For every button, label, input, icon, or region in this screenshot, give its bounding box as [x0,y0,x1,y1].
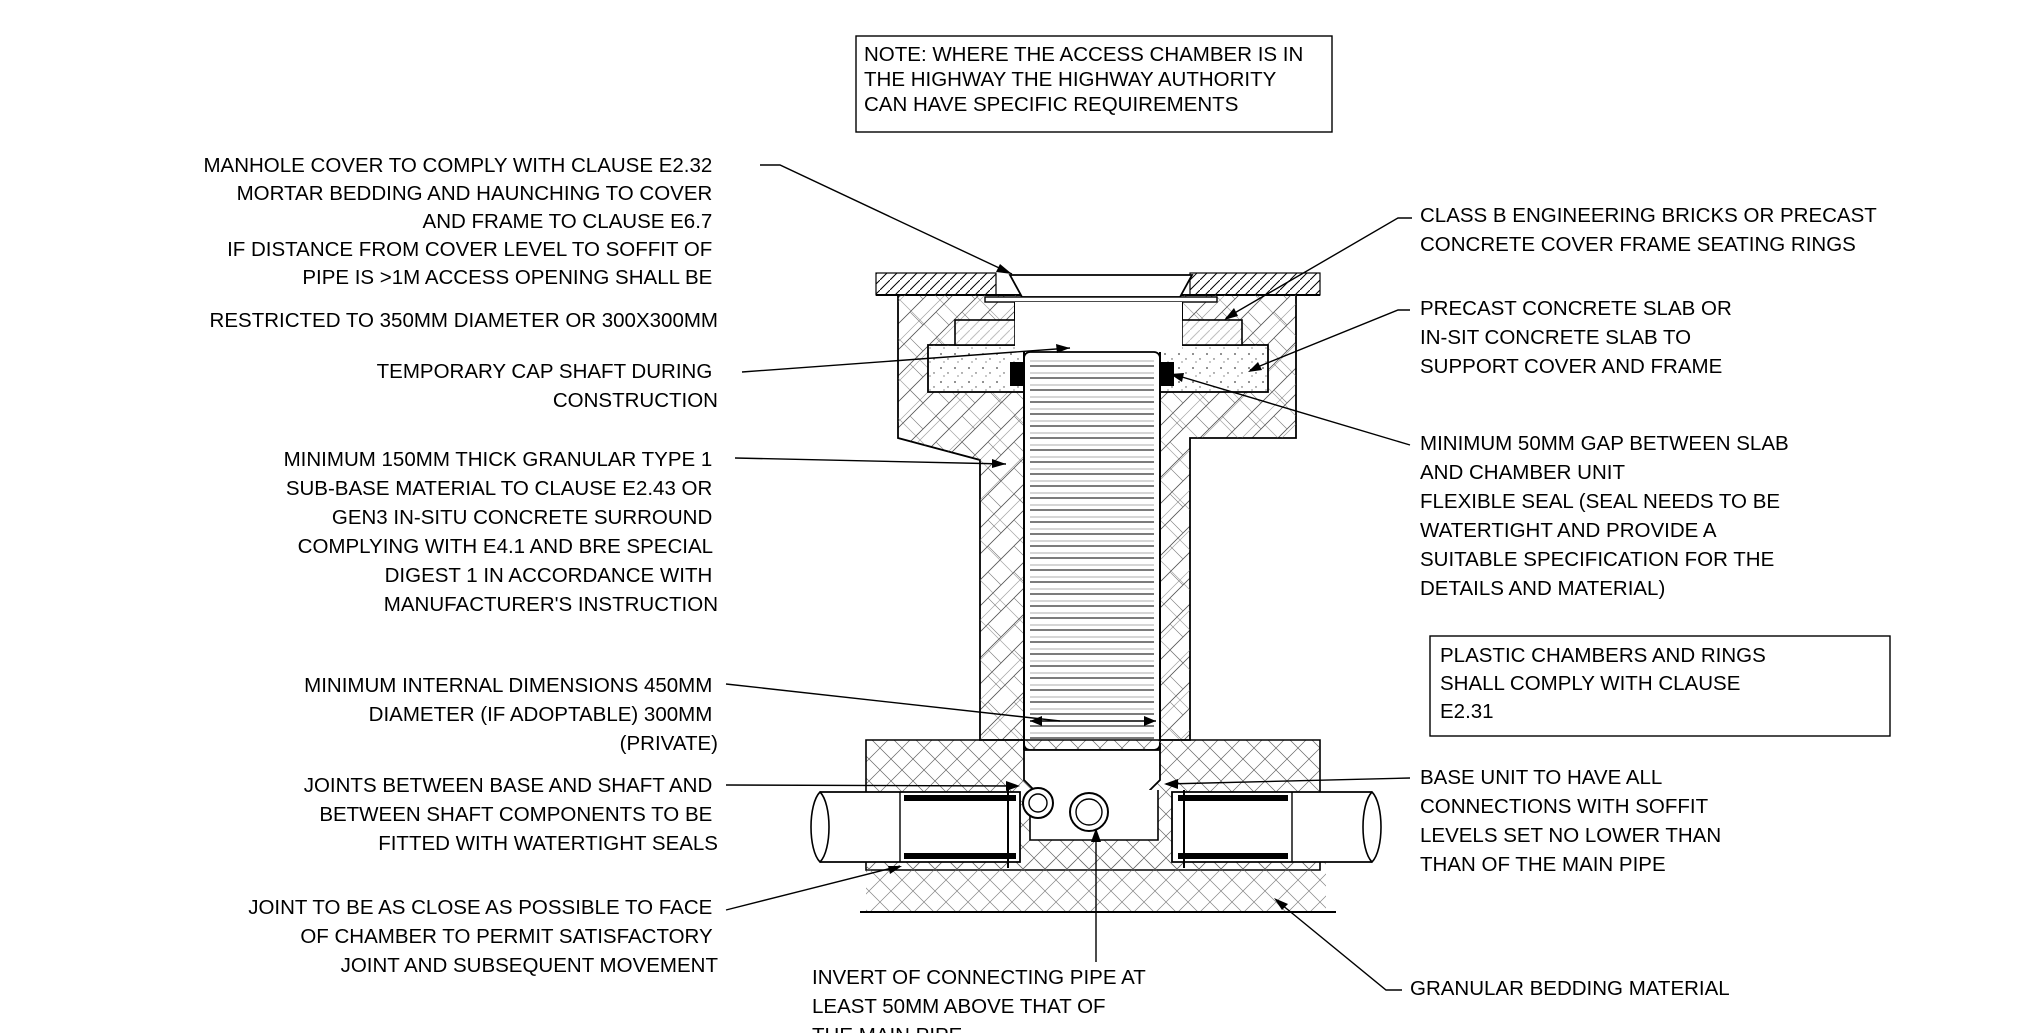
label-precast-slab: PRECAST CONCRETE SLAB OR IN-SIT CONCRETE… [1420,297,1737,378]
leader-manhole-cover [760,164,1013,275]
label-granular-bedding: GRANULAR BEDDING MATERIAL [1410,977,1730,1000]
plastic-note-text: PLASTIC CHAMBERS AND RINGS SHALL COMPLY … [1440,644,1772,723]
corrugated-shaft [1023,351,1161,751]
shaft-void [1015,302,1182,350]
leader-precast-slab [1249,309,1410,371]
label-temporary-cap: TEMPORARY CAP SHAFT DURING CONSTRUCTION [377,360,718,412]
plastic-note-box [1429,635,1891,737]
manhole-cover-frame [984,274,1218,320]
leader-joint-close [725,865,901,911]
label-manhole-cover: MANHOLE COVER TO COMPLY WITH CLAUSE E2.3… [203,154,718,332]
leader-granular-bedding [1275,899,1402,991]
main-pipe-right [1171,790,1382,868]
main-pipe-left [810,790,1021,868]
label-joint-close: JOINT TO BE AS CLOSE AS POSSIBLE TO FACE… [248,896,718,977]
leader-temporary-cap [741,347,1071,373]
leader-granular-surround [734,457,1007,465]
leader-class-b-bricks [1225,217,1412,319]
label-invert: INVERT OF CONNECTING PIPE AT LEAST 50MM … [812,966,1151,1033]
leader-internal-dimensions [725,683,1061,722]
label-class-b-bricks: CLASS B ENGINEERING BRICKS OR PRECAST CO… [1420,204,1882,256]
label-granular-surround: MINIMUM 150MM THICK GRANULAR TYPE 1 SUB-… [284,448,718,616]
highway-note-box [855,35,1333,133]
label-base-unit: BASE UNIT TO HAVE ALL CONNECTIONS WITH S… [1420,766,1727,876]
base-unit [1022,749,1161,841]
label-min-gap: MINIMUM 50MM GAP BETWEEN SLAB AND CHAMBE… [1420,432,1794,600]
label-internal-dimensions: MINIMUM INTERNAL DIMENSIONS 450MM DIAMET… [304,674,718,755]
leader-joints-seals [725,784,1019,787]
flexible-seal-left [1010,362,1024,386]
leader-base-unit [1165,777,1411,785]
leader-min-gap [1171,373,1411,446]
flexible-seal-right [1160,362,1174,386]
label-joints-seals: JOINTS BETWEEN BASE AND SHAFT AND BETWEE… [304,774,718,855]
highway-note-text: NOTE: WHERE THE ACCESS CHAMBER IS IN THE… [864,43,1309,116]
